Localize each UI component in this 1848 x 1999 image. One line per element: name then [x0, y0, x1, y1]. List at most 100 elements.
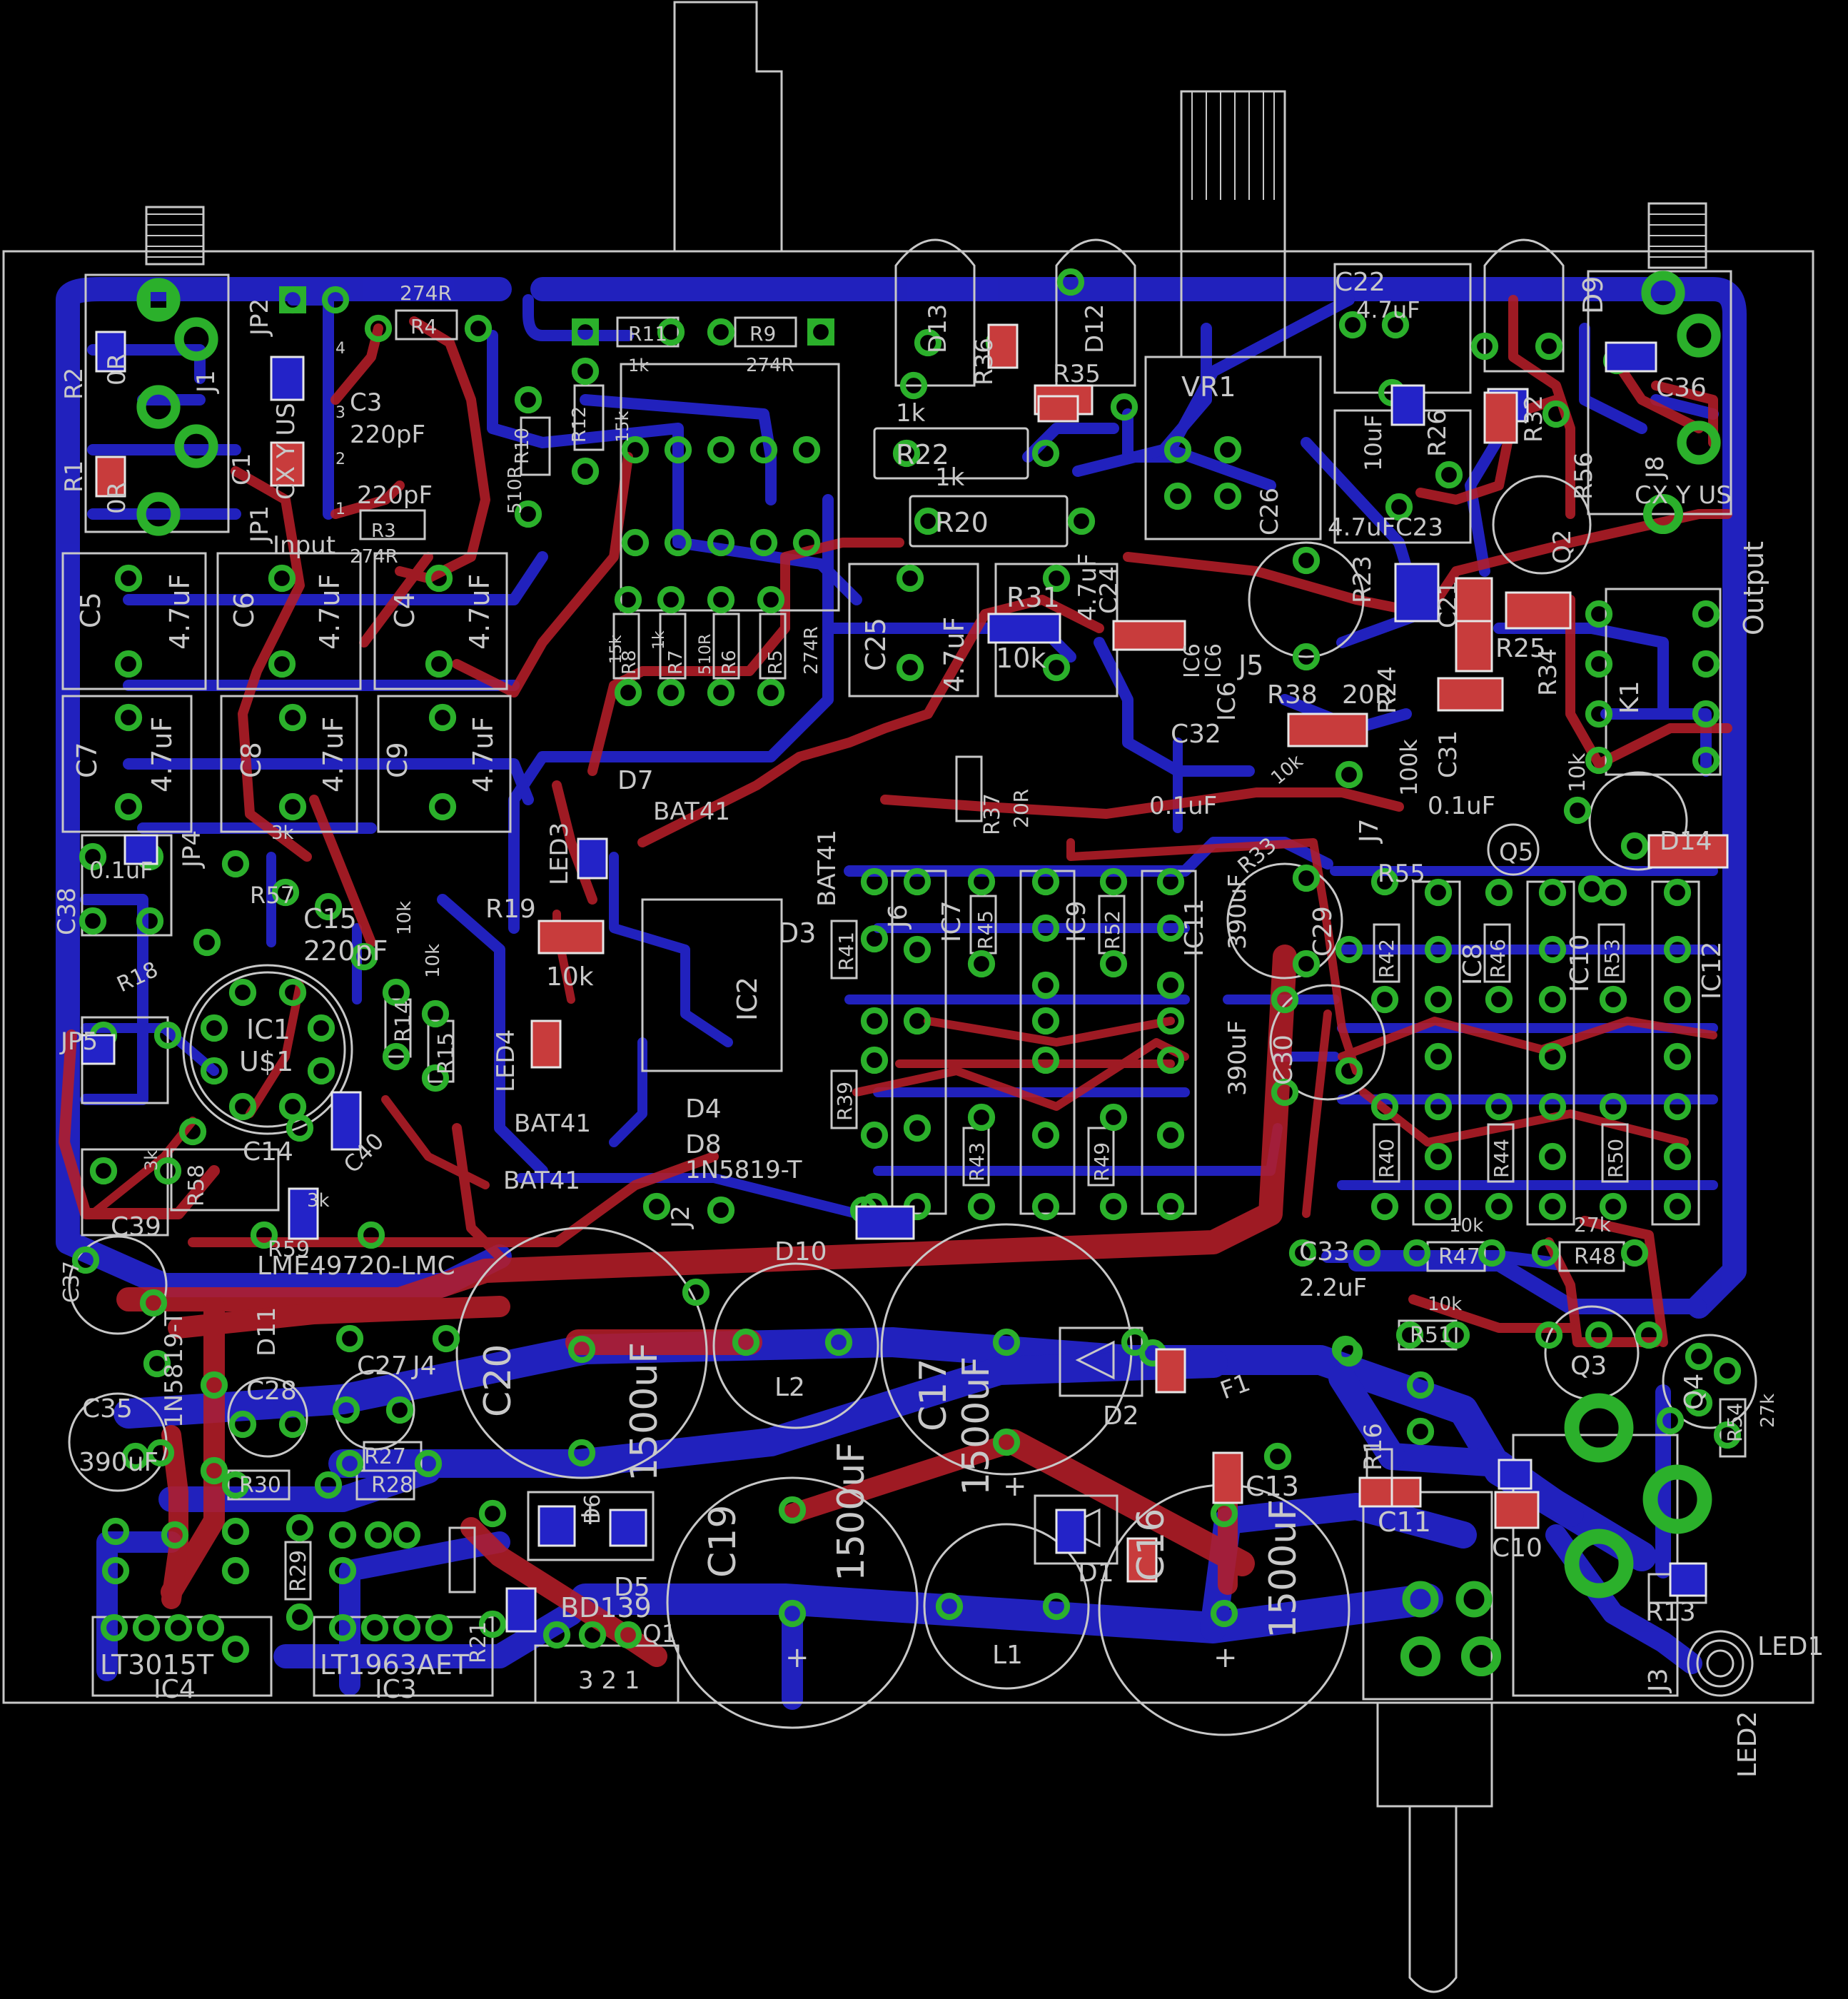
smd-pad: [1114, 621, 1185, 650]
label-r38: R38: [1267, 680, 1318, 710]
label-q2: Q2: [1548, 530, 1577, 564]
label-c19: C19: [702, 1505, 744, 1578]
label-d3: D3: [778, 917, 816, 949]
label-k1: K1: [1615, 680, 1645, 714]
label-c8-value: 4.7uF: [318, 717, 349, 792]
label-r27: R27: [364, 1444, 406, 1469]
label-j8: J8: [1641, 455, 1670, 480]
label-ic10: IC10: [1565, 934, 1595, 992]
label-r8: R8: [619, 650, 640, 675]
label-d9: D9: [1577, 276, 1609, 314]
smd-pad: [1485, 393, 1517, 443]
label-r11: R11: [628, 322, 667, 346]
label-ic12: IC12: [1697, 941, 1727, 1000]
smd-pad: [1495, 1492, 1538, 1528]
label-c32: C32: [1171, 720, 1221, 749]
label-r37-value: 20R: [1009, 789, 1033, 828]
label-c23: C23: [1395, 513, 1443, 542]
label-c9-value: 4.7uF: [468, 717, 499, 792]
label-c8: C8: [236, 742, 267, 778]
label-c31-value: 0.1uF: [1428, 792, 1495, 820]
smd-pad: [1056, 1510, 1085, 1553]
label-r4-name: R4: [410, 315, 437, 338]
label-c16: C16: [1130, 1509, 1173, 1581]
label-j6: J6: [884, 904, 913, 930]
label-r16: R16: [1359, 1423, 1388, 1471]
label-r47-value: 10k: [1449, 1215, 1483, 1237]
label-led2: LED2: [1733, 1711, 1762, 1778]
label-r51: R51: [1410, 1323, 1452, 1348]
label-r38-value: 20R: [1342, 680, 1393, 710]
label-c5-value: 4.7uF: [164, 574, 196, 650]
smd-pad: [1670, 1564, 1706, 1596]
label-led1: LED1: [1757, 1632, 1824, 1661]
label-r50: R50: [1604, 1139, 1627, 1178]
label-c29: C29: [1308, 906, 1338, 957]
label-c15-value: 220pF: [303, 935, 388, 967]
label-plus-c16: +: [1213, 1641, 1238, 1674]
label-bd139: BD139: [560, 1592, 652, 1623]
label-c31: C31: [1434, 730, 1463, 778]
label-r29: R29: [286, 1550, 311, 1592]
smd-pad: [610, 1510, 646, 1546]
label-c24-value: 4.7uF: [1074, 553, 1102, 621]
label-d11: D11: [253, 1307, 281, 1356]
label-c16-value: 1500uF: [1262, 1499, 1305, 1638]
label-c2-value: 220pF: [357, 481, 433, 510]
smd-pad: [1506, 593, 1570, 628]
label-r48: R48: [1574, 1244, 1616, 1269]
label-c22-value: 4.7uF: [1356, 296, 1420, 323]
label-d10: D10: [774, 1237, 827, 1267]
label-r58: R58: [184, 1164, 209, 1207]
label-c19-value: 1500uF: [830, 1442, 873, 1581]
label-1n5819-a: 1N5819-T: [685, 1156, 802, 1184]
label-ic1: IC1: [246, 1014, 291, 1045]
label-r30: R30: [239, 1473, 281, 1498]
label-r51-value: 10k: [1428, 1294, 1462, 1315]
label-r39: R39: [833, 1082, 857, 1121]
label-r9-value: 274R: [746, 355, 794, 376]
label-c11: C11: [1378, 1506, 1431, 1538]
label-q1-pins: 3 2 1: [578, 1666, 640, 1695]
label-r11-value: 1k: [628, 356, 649, 376]
label-r7: R7: [665, 650, 687, 675]
label-d2: D2: [1103, 1401, 1139, 1431]
label-c20: C20: [477, 1344, 520, 1417]
label-r37: R37: [980, 793, 1005, 835]
label-jp4: JP4: [178, 830, 206, 869]
label-pin-1: 1: [335, 500, 345, 518]
label-0r-a: 0R: [103, 353, 131, 386]
label-0r-b: 0R: [103, 482, 131, 514]
label-c10: C10: [1492, 1534, 1542, 1563]
label-q4: Q4: [1680, 1374, 1709, 1410]
label-j5: J5: [1237, 650, 1263, 681]
label-ic8: IC8: [1458, 943, 1488, 985]
label-bat41-a: BAT41: [653, 797, 730, 826]
label-c14: C14: [243, 1137, 293, 1167]
label-d4: D4: [685, 1094, 722, 1124]
label-ic4: IC4: [153, 1675, 196, 1704]
label-r10: R10: [512, 428, 533, 464]
label-u1: U$1: [239, 1046, 293, 1077]
smd-pad: [532, 1021, 560, 1067]
label-r47: R47: [1438, 1244, 1480, 1269]
label-vr1: VR1: [1181, 371, 1236, 403]
smd-pad: [1156, 1349, 1185, 1392]
label-q5: Q5: [1499, 838, 1533, 867]
label-r54: R54: [1723, 1403, 1747, 1442]
label-d8: D8: [685, 1130, 722, 1159]
label-r3-value: 274R: [350, 546, 398, 568]
label-led3: LED3: [545, 822, 574, 885]
label-c13: C13: [1246, 1471, 1299, 1502]
label-c21: C21: [1434, 580, 1463, 628]
label-r44: R44: [1490, 1139, 1513, 1178]
label-r5: R5: [765, 650, 787, 675]
label-l2: L2: [774, 1373, 805, 1402]
label-r56: R56: [1570, 452, 1598, 500]
label-r2: R2: [60, 368, 89, 400]
label-c39: C39: [111, 1212, 161, 1242]
smd-pad: [507, 1588, 535, 1631]
label-output: Output: [1738, 541, 1769, 635]
label-d13: D13: [924, 304, 952, 353]
label-c36: C36: [1656, 373, 1707, 403]
